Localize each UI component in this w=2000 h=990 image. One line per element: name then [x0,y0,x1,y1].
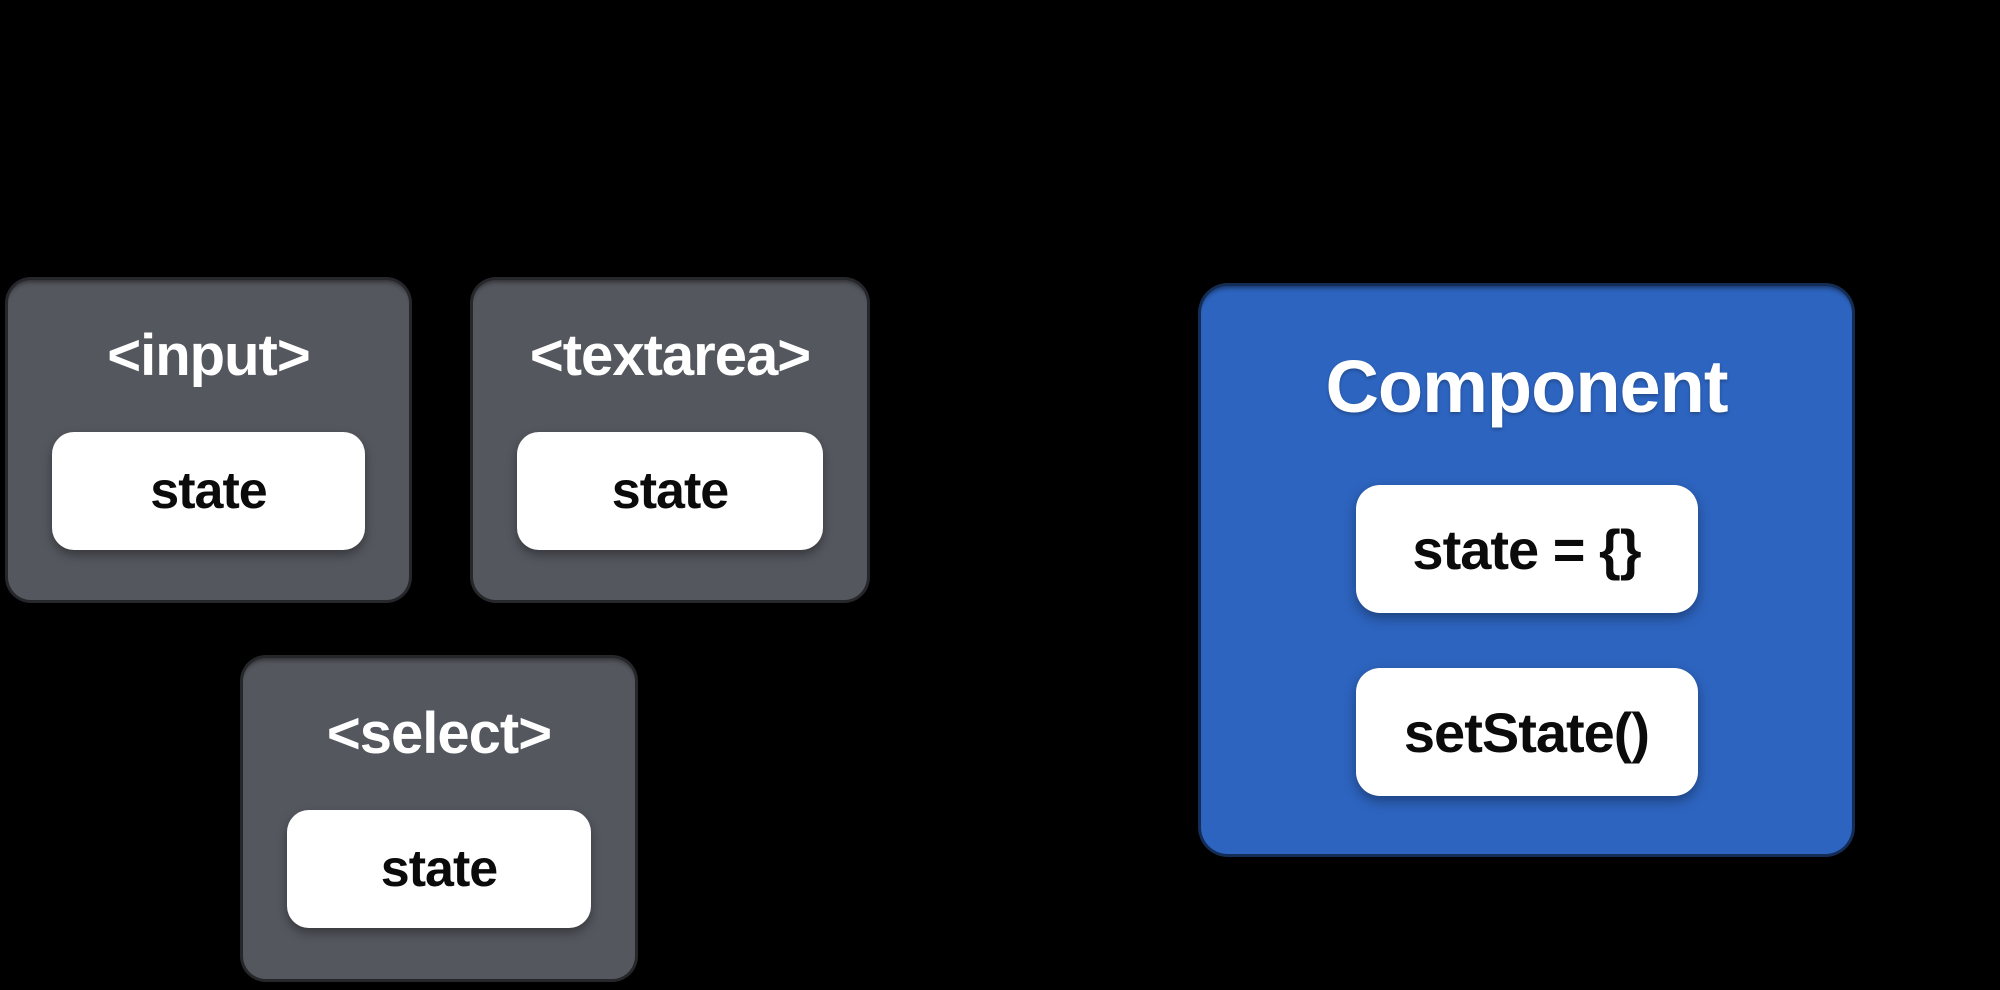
component-title: Component [1325,344,1728,428]
select-state-pill: state [287,810,591,928]
select-tag-label: <select> [326,700,552,766]
select-state-pill-label: state [380,840,498,898]
component-setstate-pill: setState() [1355,668,1698,796]
component-box: Component state = {} setState() [1198,283,1855,857]
input-element-box: <input> state [5,277,412,603]
component-setstate-pill-label: setState() [1403,700,1650,764]
textarea-state-pill-label: state [611,462,729,520]
textarea-tag-label: <textarea> [529,322,811,388]
component-state-pill: state = {} [1355,485,1698,613]
input-state-pill-label: state [150,462,267,520]
input-tag-label: <input> [107,322,310,388]
textarea-element-box: <textarea> state [470,277,870,603]
textarea-state-pill: state [517,432,823,550]
input-state-pill: state [52,432,365,550]
select-element-box: <select> state [240,655,638,982]
component-state-pill-label: state = {} [1412,517,1641,581]
